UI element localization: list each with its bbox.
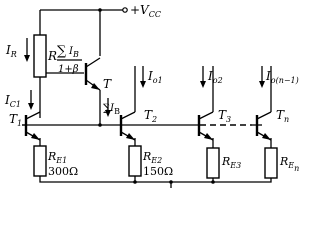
- i-o2-arrow: [200, 81, 206, 88]
- i-r-label: IR: [5, 43, 17, 59]
- transistor-t1: [22, 111, 41, 141]
- vcc-terminal: [122, 7, 128, 13]
- transistor-t2: [119, 111, 136, 141]
- resistor-ren: [264, 147, 278, 179]
- transistor-t3: [197, 111, 214, 141]
- i-r-arrow: [24, 55, 30, 62]
- formula-sigma: ∑: [57, 44, 67, 59]
- formula-denominator: 1+β: [58, 64, 79, 75]
- transistor-t2-label: T2: [144, 108, 157, 124]
- sum-ib-label: ∑IB: [103, 103, 120, 116]
- resistor-r: [33, 34, 47, 78]
- i-o1-arrow: [140, 81, 146, 88]
- re2-value: 150Ω: [143, 165, 173, 178]
- transistor-t-label: T: [103, 77, 112, 91]
- re1-label: RE1: [47, 150, 67, 165]
- transistor-t3-label: T3: [218, 108, 231, 124]
- resistor-r-label: R: [47, 49, 57, 63]
- transistor-tn: [255, 111, 272, 141]
- current-arrows: [24, 38, 265, 117]
- ren-label: REn: [279, 155, 299, 173]
- i-c1-arrow: [28, 103, 34, 110]
- transistor-t: [84, 57, 101, 91]
- current-mirror-circuit: +VCC R ∑ IB 1+β IR IC1 ∑IB Io1 Io2 Io(n−…: [4, 3, 299, 188]
- i-o1-label: Io1: [147, 69, 163, 85]
- supply-label: +VCC: [130, 3, 161, 19]
- i-on-label: Io(n−1): [265, 69, 299, 85]
- i-o2-label: Io2: [207, 69, 223, 85]
- resistor-re2: [128, 145, 142, 177]
- formula-numerator: IB: [68, 46, 79, 59]
- re3-label: RE3: [221, 155, 241, 170]
- transistor-tn-label: Tn: [276, 108, 289, 124]
- re1-value: 300Ω: [48, 165, 78, 178]
- transistor-t1-label: T1: [9, 112, 22, 128]
- sum-ib-arrow: [105, 110, 111, 117]
- resistor-re3: [206, 147, 220, 179]
- i-c1-label: IC1: [4, 93, 21, 109]
- i-on-arrow: [259, 81, 265, 88]
- re2-label: RE2: [142, 150, 162, 165]
- resistor-re1: [33, 145, 47, 177]
- ground-rail: [39, 176, 272, 183]
